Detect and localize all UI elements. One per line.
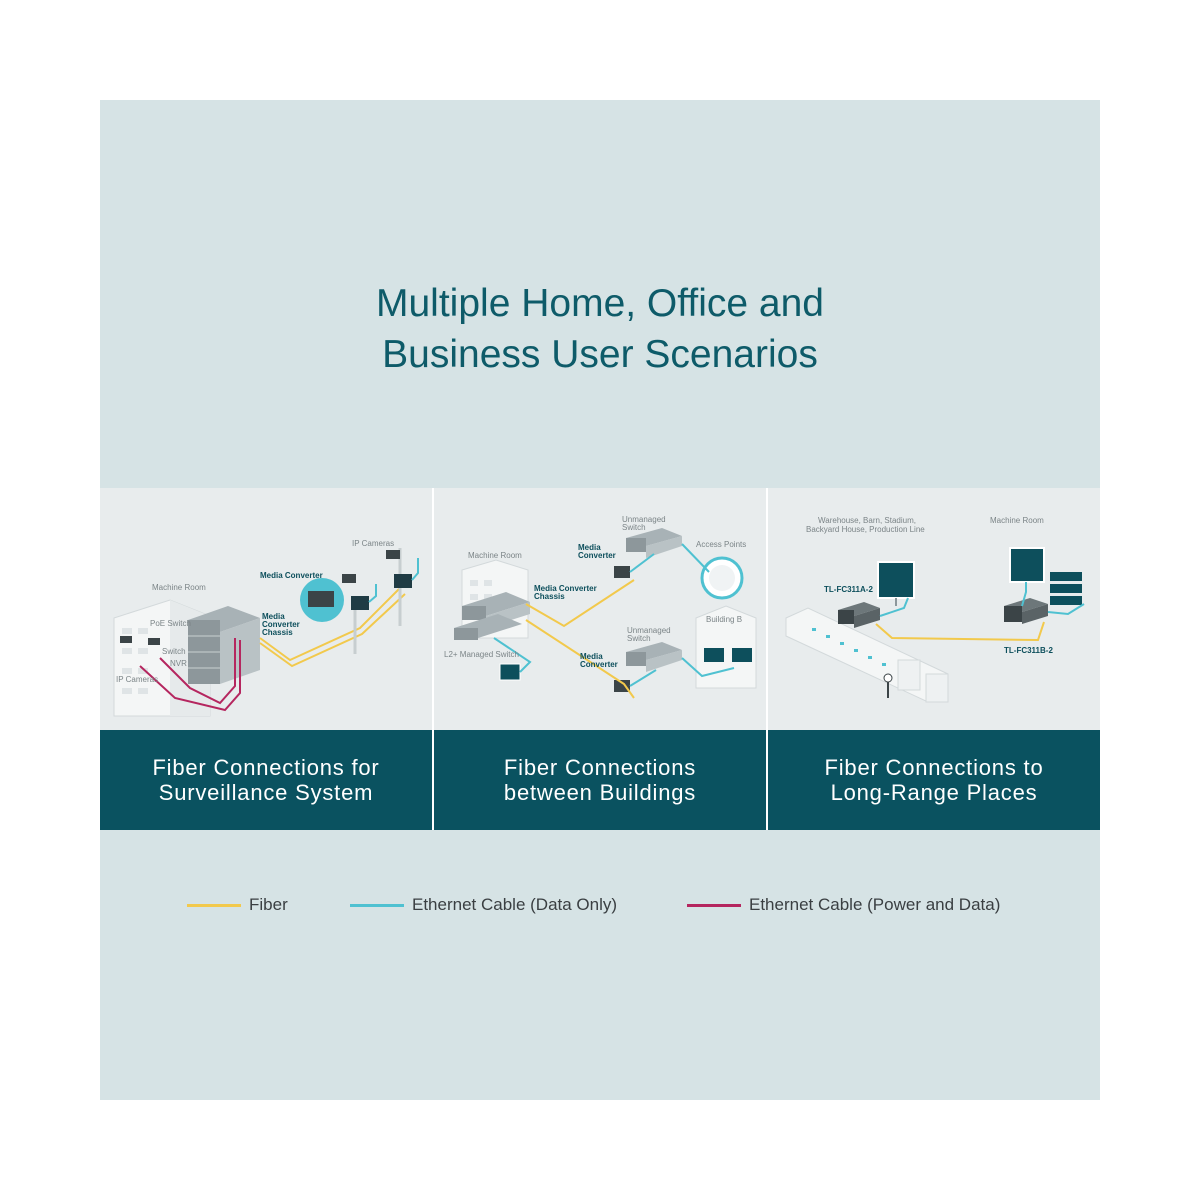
legend-item-ethernet-power: Ethernet Cable (Power and Data)	[687, 892, 1000, 918]
label-machine-room: Machine Room	[468, 551, 522, 560]
legend-label: Ethernet Cable (Power and Data)	[749, 895, 1001, 914]
panel-divider	[766, 488, 768, 830]
caption-line-2: Surveillance System	[158, 780, 374, 805]
scenario-panels: Machine Room PoE Switch Switch NVR IP Ca…	[100, 488, 1100, 830]
label-ip-cameras-left: IP Cameras	[116, 675, 158, 684]
label-chassis-line-1: Media	[262, 612, 285, 621]
surveillance-illustration: Machine Room PoE Switch Switch NVR IP Ca…	[100, 488, 432, 730]
page-title-line-2: Business User Scenarios	[382, 333, 818, 376]
label-warehouse-line-2: Backyard House, Production Line	[806, 525, 925, 534]
label-poe-switch: PoE Switch	[150, 619, 191, 628]
panel-divider	[432, 488, 434, 830]
label-media-converter: Media Converter	[260, 571, 323, 580]
label-media-converter-bottom-1: Media	[580, 652, 603, 661]
label-unmanaged-switch-top-1: Unmanaged	[622, 515, 666, 524]
label-machine-room: Machine Room	[990, 516, 1044, 525]
surveillance-caption: Fiber Connections for Surveillance Syste…	[100, 730, 432, 830]
label-model-b: TL-FC311B-2	[1004, 646, 1053, 655]
legend-label: Ethernet Cable (Data Only)	[412, 895, 618, 914]
caption-line-2: Long-Range Places	[830, 780, 1038, 805]
buildings-illustration: Machine Room Unmanaged Switch Media Conv…	[434, 488, 766, 730]
label-media-converter-bottom-2: Converter	[580, 660, 618, 669]
label-unmanaged-switch-top-2: Switch	[622, 523, 646, 532]
page-title: Multiple Home, Office and Business User …	[100, 278, 1100, 380]
label-chassis-1: Media Converter	[534, 584, 597, 593]
ethernet-data-line-swatch	[350, 903, 404, 907]
cable-legend: Fiber Ethernet Cable (Data Only) Etherne…	[100, 892, 1100, 918]
label-machine-room: Machine Room	[152, 583, 206, 592]
buildings-caption: Fiber Connections between Buildings	[434, 730, 766, 830]
label-chassis-line-2: Converter	[262, 620, 300, 629]
label-warehouse-line-1: Warehouse, Barn, Stadium,	[818, 516, 916, 525]
label-unmanaged-switch-bottom-1: Unmanaged	[627, 626, 671, 635]
label-unmanaged-switch-bottom-2: Switch	[627, 634, 651, 643]
label-media-converter-top-2: Converter	[578, 551, 616, 560]
long-range-illustration: Warehouse, Barn, Stadium, Backyard House…	[768, 488, 1100, 730]
label-chassis-line-3: Chassis	[262, 628, 293, 637]
label-ip-cameras-right: IP Cameras	[352, 539, 394, 548]
caption-line-1: Fiber Connections	[503, 755, 697, 780]
caption-line-1: Fiber Connections for	[152, 755, 380, 780]
long-range-caption: Fiber Connections to Long-Range Places	[768, 730, 1100, 830]
fiber-line-swatch	[187, 903, 241, 907]
legend-label: Fiber	[249, 895, 288, 914]
ethernet-power-line-swatch	[687, 903, 741, 907]
legend-item-ethernet-data: Ethernet Cable (Data Only)	[350, 892, 617, 918]
label-media-converter-top-1: Media	[578, 543, 601, 552]
caption-line-1: Fiber Connections to	[824, 755, 1044, 780]
caption-line-2: between Buildings	[503, 780, 697, 805]
label-chassis-2: Chassis	[534, 592, 565, 601]
label-access-points: Access Points	[696, 540, 746, 549]
scenario-long-range: Warehouse, Barn, Stadium, Backyard House…	[768, 488, 1100, 830]
label-model-a: TL-FC311A-2	[824, 585, 873, 594]
scenario-buildings: Machine Room Unmanaged Switch Media Conv…	[434, 488, 766, 830]
scenario-surveillance: Machine Room PoE Switch Switch NVR IP Ca…	[100, 488, 432, 830]
legend-item-fiber: Fiber	[187, 892, 288, 918]
label-switch: Switch	[162, 647, 186, 656]
label-nvr: NVR	[170, 659, 187, 668]
page-title-line-1: Multiple Home, Office and	[376, 282, 824, 325]
label-l2-switch: L2+ Managed Switch	[444, 650, 519, 659]
label-building-b: Building B	[706, 615, 742, 624]
